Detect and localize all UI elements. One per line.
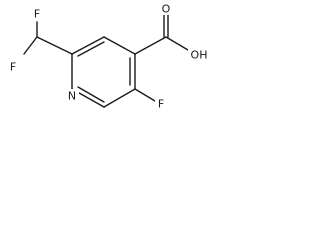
bond-c5-c6 bbox=[103, 88, 136, 108]
atom-label-n: N bbox=[68, 90, 76, 103]
label-backdrop-n bbox=[66, 89, 79, 103]
bond-c2-c3-inner bbox=[77, 41, 105, 57]
label-backdrop-f-ring bbox=[155, 97, 167, 111]
bond-c3-c4 bbox=[103, 36, 136, 55]
bond-chf2-ring bbox=[36, 36, 73, 55]
label-backdrop-oh bbox=[188, 48, 210, 62]
bond-c5-f bbox=[134, 88, 156, 102]
label-backdrop-f-left bbox=[7, 60, 19, 74]
bond-c4-cooh bbox=[134, 36, 167, 55]
atom-label-o: O bbox=[162, 3, 171, 16]
atom-label-f-left: F bbox=[10, 61, 16, 74]
atom-label-f-top: F bbox=[34, 8, 40, 21]
atom-label-oh: OH bbox=[191, 49, 208, 62]
bond-c-f-left bbox=[23, 36, 38, 55]
bond-c2-c3 bbox=[71, 36, 105, 55]
bond-c6-n-inner bbox=[77, 86, 105, 103]
atom-label-f-ring: F bbox=[158, 98, 164, 111]
bond-c-oh bbox=[165, 36, 189, 51]
label-backdrop-f-top bbox=[31, 7, 43, 21]
label-backdrop-o bbox=[160, 3, 172, 15]
structure-diagram: F F N O OH F bbox=[7, 3, 210, 111]
